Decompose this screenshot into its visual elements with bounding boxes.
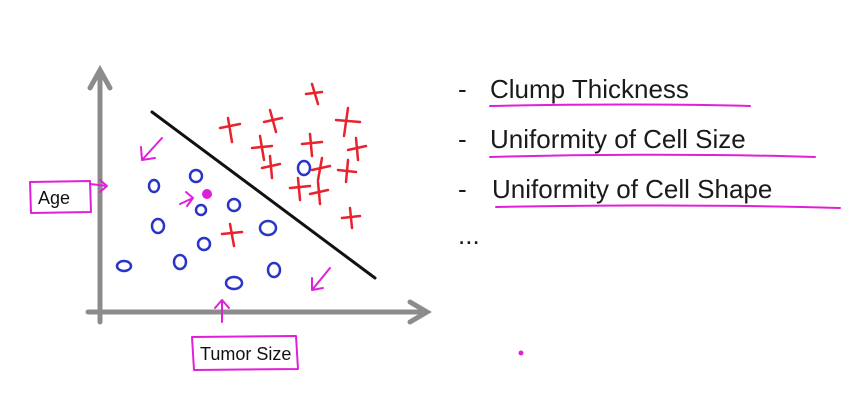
- x-marker: [300, 132, 324, 158]
- annotation-arrow-upper-left: [140, 137, 163, 161]
- x-marker: [310, 156, 332, 182]
- x-marker: [340, 206, 362, 230]
- x-marker: [304, 82, 324, 106]
- highlighted-point: [202, 189, 212, 199]
- x-marker: [260, 154, 282, 180]
- annotation-arrow-tumor-size: [214, 299, 230, 323]
- o-marker: [150, 217, 166, 235]
- underline-item-3: [495, 204, 841, 209]
- x-marker: [218, 116, 242, 144]
- list-bullet: -: [458, 124, 467, 154]
- y-axis-label: Age: [38, 188, 70, 208]
- axes: [85, 64, 432, 325]
- annotation-arrow-lower-right: [311, 267, 331, 291]
- x-marker: [220, 222, 244, 248]
- o-marker: [296, 159, 312, 177]
- o-marker: [172, 253, 188, 271]
- feature-item-2: Uniformity of Cell Size: [490, 124, 746, 154]
- o-marker: [196, 236, 212, 252]
- x-marker: [288, 176, 312, 202]
- o-marker: [194, 203, 208, 217]
- o-marker: [224, 275, 244, 291]
- list-bullet: -: [458, 174, 467, 204]
- feature-item-1: Clump Thickness: [490, 74, 689, 104]
- tumor-size-label-box: [191, 335, 299, 371]
- o-marker: [258, 219, 278, 237]
- underline-item-1: [489, 103, 751, 107]
- age-label-box: [29, 180, 92, 214]
- class-o-markers: [115, 159, 312, 291]
- feature-item-3: Uniformity of Cell Shape: [492, 174, 772, 204]
- y-axis-arrowhead: [87, 64, 113, 91]
- o-marker: [147, 178, 161, 194]
- x-marker: [334, 106, 362, 138]
- underline-item-2: [489, 153, 816, 158]
- o-marker: [115, 259, 133, 273]
- x-marker: [336, 158, 358, 184]
- o-marker: [266, 261, 282, 279]
- o-marker: [226, 197, 242, 213]
- stray-mark: [518, 350, 524, 356]
- x-marker: [262, 108, 284, 134]
- x-marker: [308, 180, 330, 206]
- x-marker: [346, 136, 368, 162]
- annotation-arrow-age: [89, 179, 108, 193]
- list-bullet: -: [458, 74, 467, 104]
- x-marker: [250, 134, 274, 162]
- feature-ellipsis: ...: [458, 220, 480, 250]
- annotations: [29, 103, 841, 371]
- o-marker: [188, 168, 204, 184]
- decision-boundary-line: [150, 110, 377, 280]
- feature-list: - Clump Thickness - Uniformity of Cell S…: [458, 74, 772, 250]
- x-axis-arrowhead: [407, 299, 432, 325]
- class-x-markers: [218, 82, 368, 248]
- annotation-arrow-to-point: [179, 191, 194, 207]
- x-axis-label: Tumor Size: [200, 344, 291, 364]
